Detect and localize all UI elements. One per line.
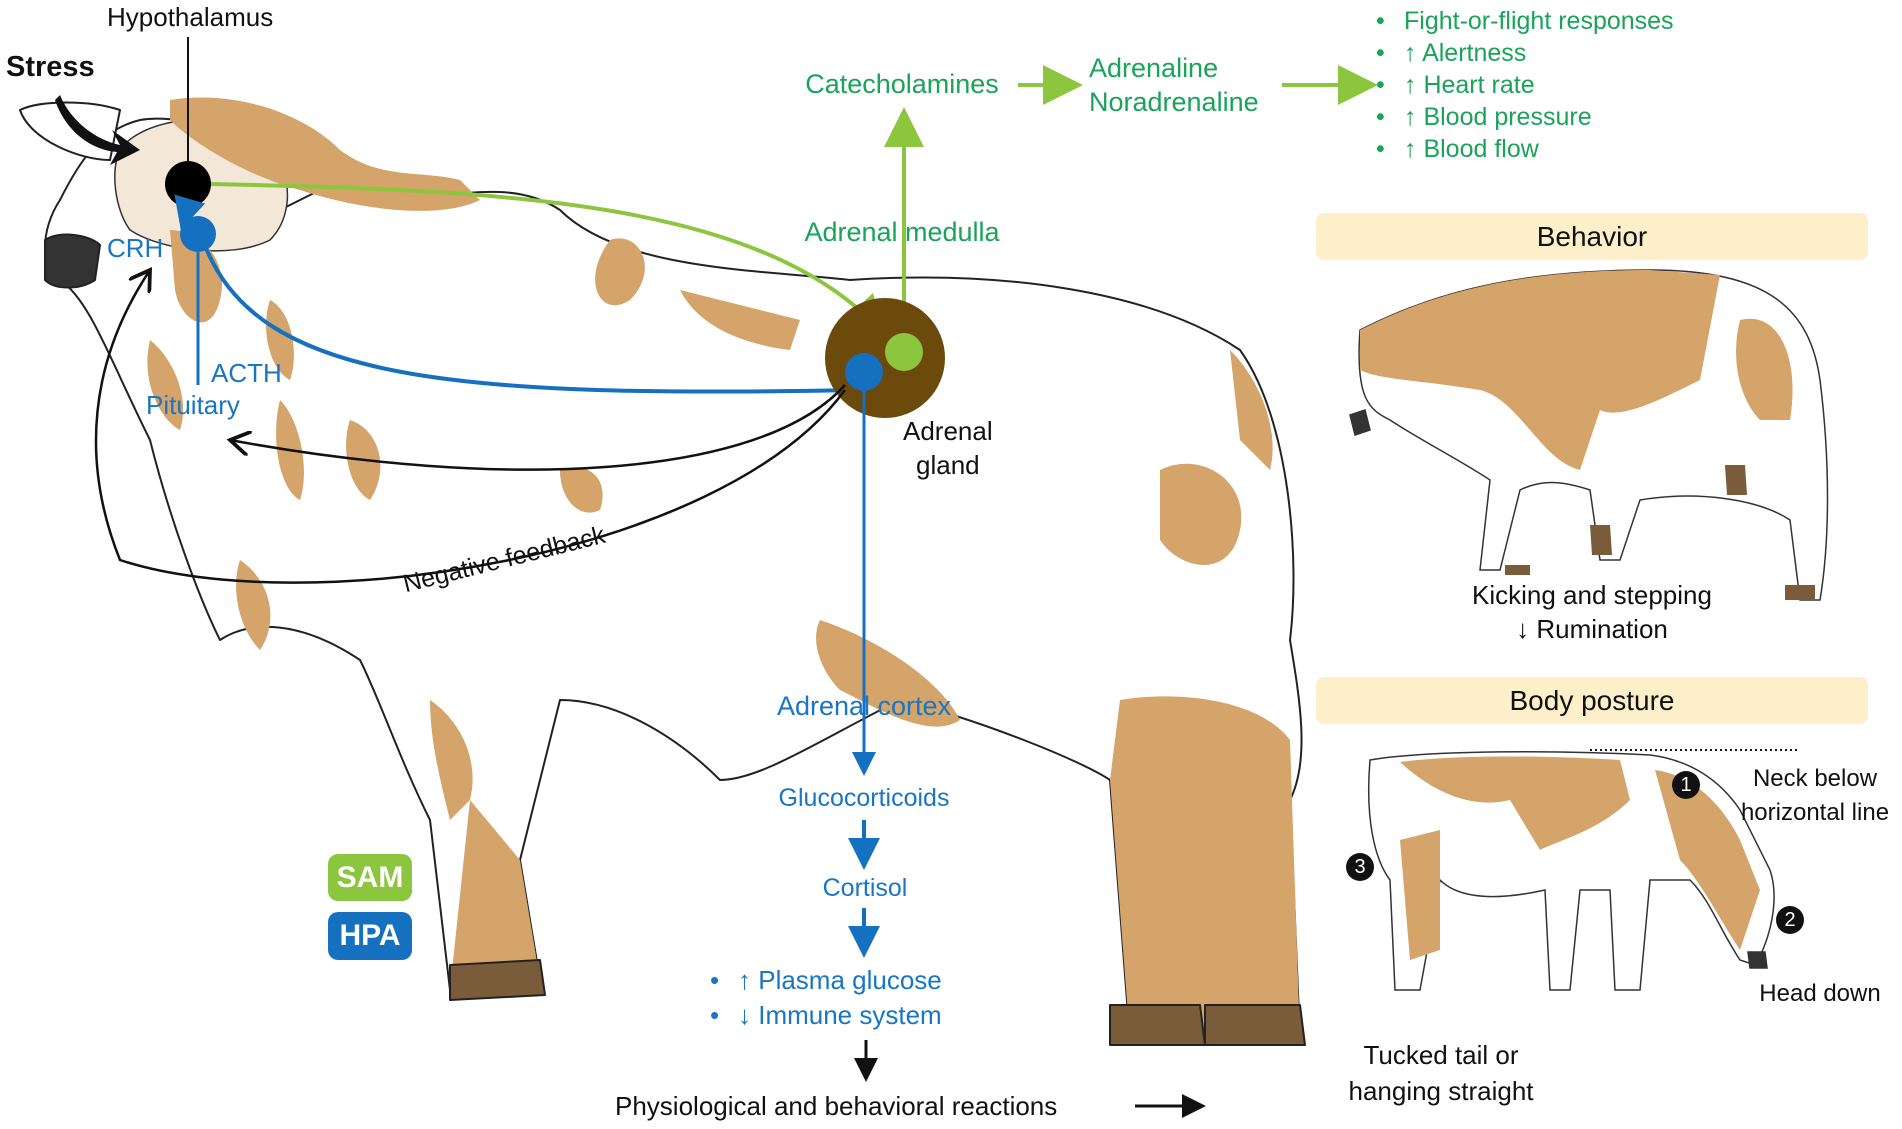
negative-feedback-to-hypothalamus bbox=[94, 270, 847, 584]
main-cow-illustration bbox=[19, 97, 1306, 1046]
posture-label-2: Head down bbox=[1759, 980, 1881, 1007]
cortisol-label: Cortisol bbox=[822, 874, 908, 902]
adrenal-cortex-node bbox=[845, 353, 883, 391]
posture-label-1: Neck below horizontal line bbox=[1740, 765, 1890, 826]
crh-label: CRH bbox=[107, 233, 164, 263]
behavior-caption-line2: ↓ Rumination bbox=[1516, 614, 1668, 644]
pituitary-node bbox=[180, 216, 216, 252]
glucocorticoids-label: Glucocorticoids bbox=[778, 784, 950, 812]
behavior-caption-line1: Kicking and stepping bbox=[1472, 580, 1712, 610]
behavior-cow-illustration bbox=[1349, 269, 1829, 601]
coat-patches bbox=[147, 97, 1300, 1040]
hormone-noradrenaline: Noradrenaline bbox=[1089, 87, 1259, 117]
posture-cow-illustration bbox=[1367, 749, 1800, 991]
sam-responses-list: •Fight-or-flight responses •↑ Alertness … bbox=[1376, 5, 1674, 165]
sam-path-hypothalamus-to-adrenal bbox=[210, 182, 886, 336]
adrenal-gland-label-line2: gland bbox=[916, 450, 980, 480]
adrenal-gland-label-line1: Adrenal bbox=[903, 416, 993, 446]
sam-response-item: •Fight-or-flight responses bbox=[1376, 7, 1674, 35]
hpa-path-pituitary-to-adrenal bbox=[204, 247, 856, 394]
legend-hpa-badge: HPA bbox=[328, 912, 412, 960]
adrenal-medulla-label: Adrenal medulla bbox=[804, 217, 1000, 247]
posture-marker-3: 3 bbox=[1346, 853, 1374, 881]
behavior-caption: Kicking and stepping ↓ Rumination bbox=[1472, 578, 1712, 646]
catecholamines-label: Catecholamines bbox=[805, 69, 999, 99]
hpa-effect-item: •↑ Plasma glucose bbox=[710, 965, 942, 995]
adrenal-gland-label: Adrenal gland bbox=[903, 414, 993, 482]
posture-marker-1: 1 bbox=[1672, 771, 1700, 799]
cow-ear-left bbox=[19, 101, 121, 161]
sam-response-item: •↑ Alertness bbox=[1376, 39, 1527, 67]
negative-feedback-to-pituitary bbox=[230, 384, 846, 471]
stress-arrow-icon bbox=[55, 95, 140, 165]
acth-label: ACTH bbox=[211, 358, 282, 388]
outcome-label: Physiological and behavioral reactions bbox=[615, 1091, 1058, 1121]
cow-nose bbox=[44, 233, 101, 289]
cow-hooves bbox=[449, 959, 1306, 1046]
adrenal-medulla-node bbox=[885, 333, 923, 371]
hpa-effects-list: •↑ Plasma glucose •↓ Immune system bbox=[710, 963, 942, 1033]
hypothalamus-label: Hypothalamus bbox=[107, 2, 274, 32]
stress-label: Stress bbox=[6, 51, 95, 83]
hpa-effect-item: •↓ Immune system bbox=[710, 1000, 942, 1030]
posture-panel-header: Body posture bbox=[1316, 677, 1868, 724]
posture-marker-2: 2 bbox=[1776, 906, 1804, 934]
pituitary-label: Pituitary bbox=[146, 390, 240, 420]
legend-sam-badge: SAM bbox=[328, 854, 412, 901]
sam-response-item: •↑ Blood pressure bbox=[1376, 103, 1592, 131]
adrenal-gland bbox=[825, 298, 945, 418]
hormone-adrenaline: Adrenaline bbox=[1089, 53, 1219, 83]
hormones-list: Adrenaline Noradrenaline bbox=[1089, 51, 1259, 119]
behavior-panel-header: Behavior bbox=[1316, 213, 1868, 260]
adrenal-cortex-label: Adrenal cortex bbox=[776, 691, 952, 721]
posture-label-3: Tucked tail or hanging straight bbox=[1348, 1040, 1534, 1106]
sam-response-item: •↑ Blood flow bbox=[1376, 135, 1539, 163]
sam-response-item: •↑ Heart rate bbox=[1376, 71, 1535, 99]
crh-arrow bbox=[174, 194, 206, 230]
hypothalamus-node bbox=[165, 161, 211, 207]
